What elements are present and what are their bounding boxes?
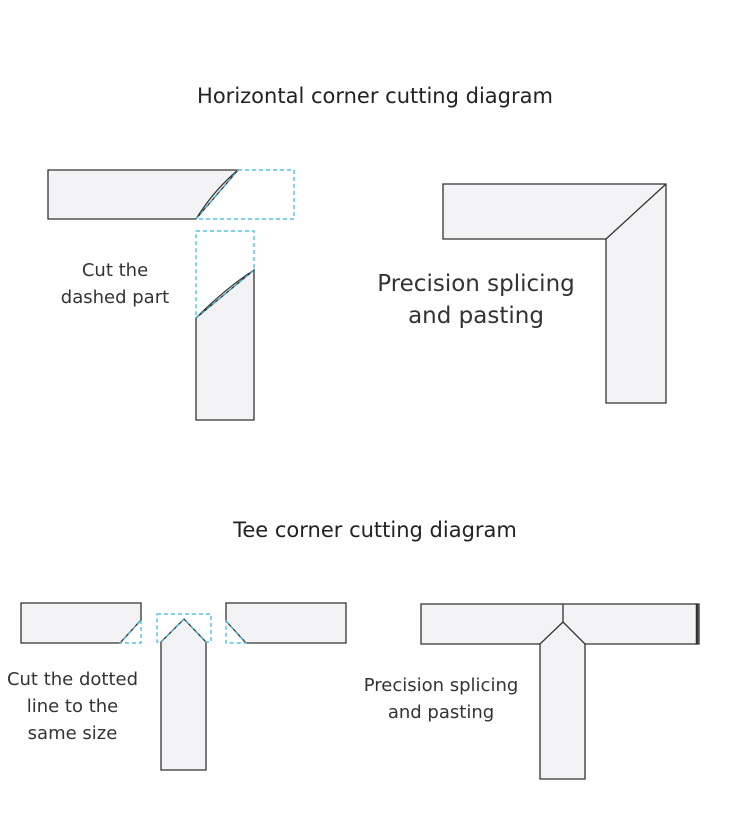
tee-center-dotted-cut xyxy=(156,613,212,643)
cut-dotted-line-label: Cut the dotted line to the same size xyxy=(0,666,145,747)
cut-dashed-part-label: Cut the dashed part xyxy=(40,257,190,311)
tee-left-dotted-cut xyxy=(118,618,142,644)
tee-corner-title: Tee corner cutting diagram xyxy=(233,518,517,542)
horizontal-bar-dashed-cut xyxy=(194,169,295,220)
tee-joined-piece xyxy=(420,603,700,780)
tee-left-bar-piece xyxy=(20,602,142,644)
cut-dotted-line-2: line to the xyxy=(26,696,119,717)
cut-dashed-part-line-1: Cut the xyxy=(81,260,149,281)
tee-right-bar-piece xyxy=(225,602,347,644)
tee-center-stem-piece xyxy=(160,618,207,771)
horizontal-corner-title: Horizontal corner cutting diagram xyxy=(197,84,553,108)
precision-splicing-2-line-2: and pasting xyxy=(387,702,495,723)
cut-dotted-line-3: same size xyxy=(27,723,118,744)
horizontal-bar-piece xyxy=(47,169,240,220)
precision-splicing-line-2: and pasting xyxy=(408,303,544,329)
vertical-bar-piece xyxy=(195,268,255,421)
precision-splicing-line-1: Precision splicing xyxy=(377,271,575,297)
cut-dotted-line-1: Cut the dotted xyxy=(6,669,139,690)
vertical-bar-dashed-cut xyxy=(195,230,255,320)
tee-right-dotted-cut xyxy=(225,619,248,644)
joined-corner-piece xyxy=(442,183,667,404)
precision-splicing-2-line-1: Precision splicing xyxy=(363,675,519,696)
cut-dashed-part-line-2: dashed part xyxy=(60,287,170,308)
precision-splicing-label-2: Precision splicing and pasting xyxy=(350,672,532,726)
precision-splicing-label-1: Precision splicing and pasting xyxy=(368,268,584,332)
